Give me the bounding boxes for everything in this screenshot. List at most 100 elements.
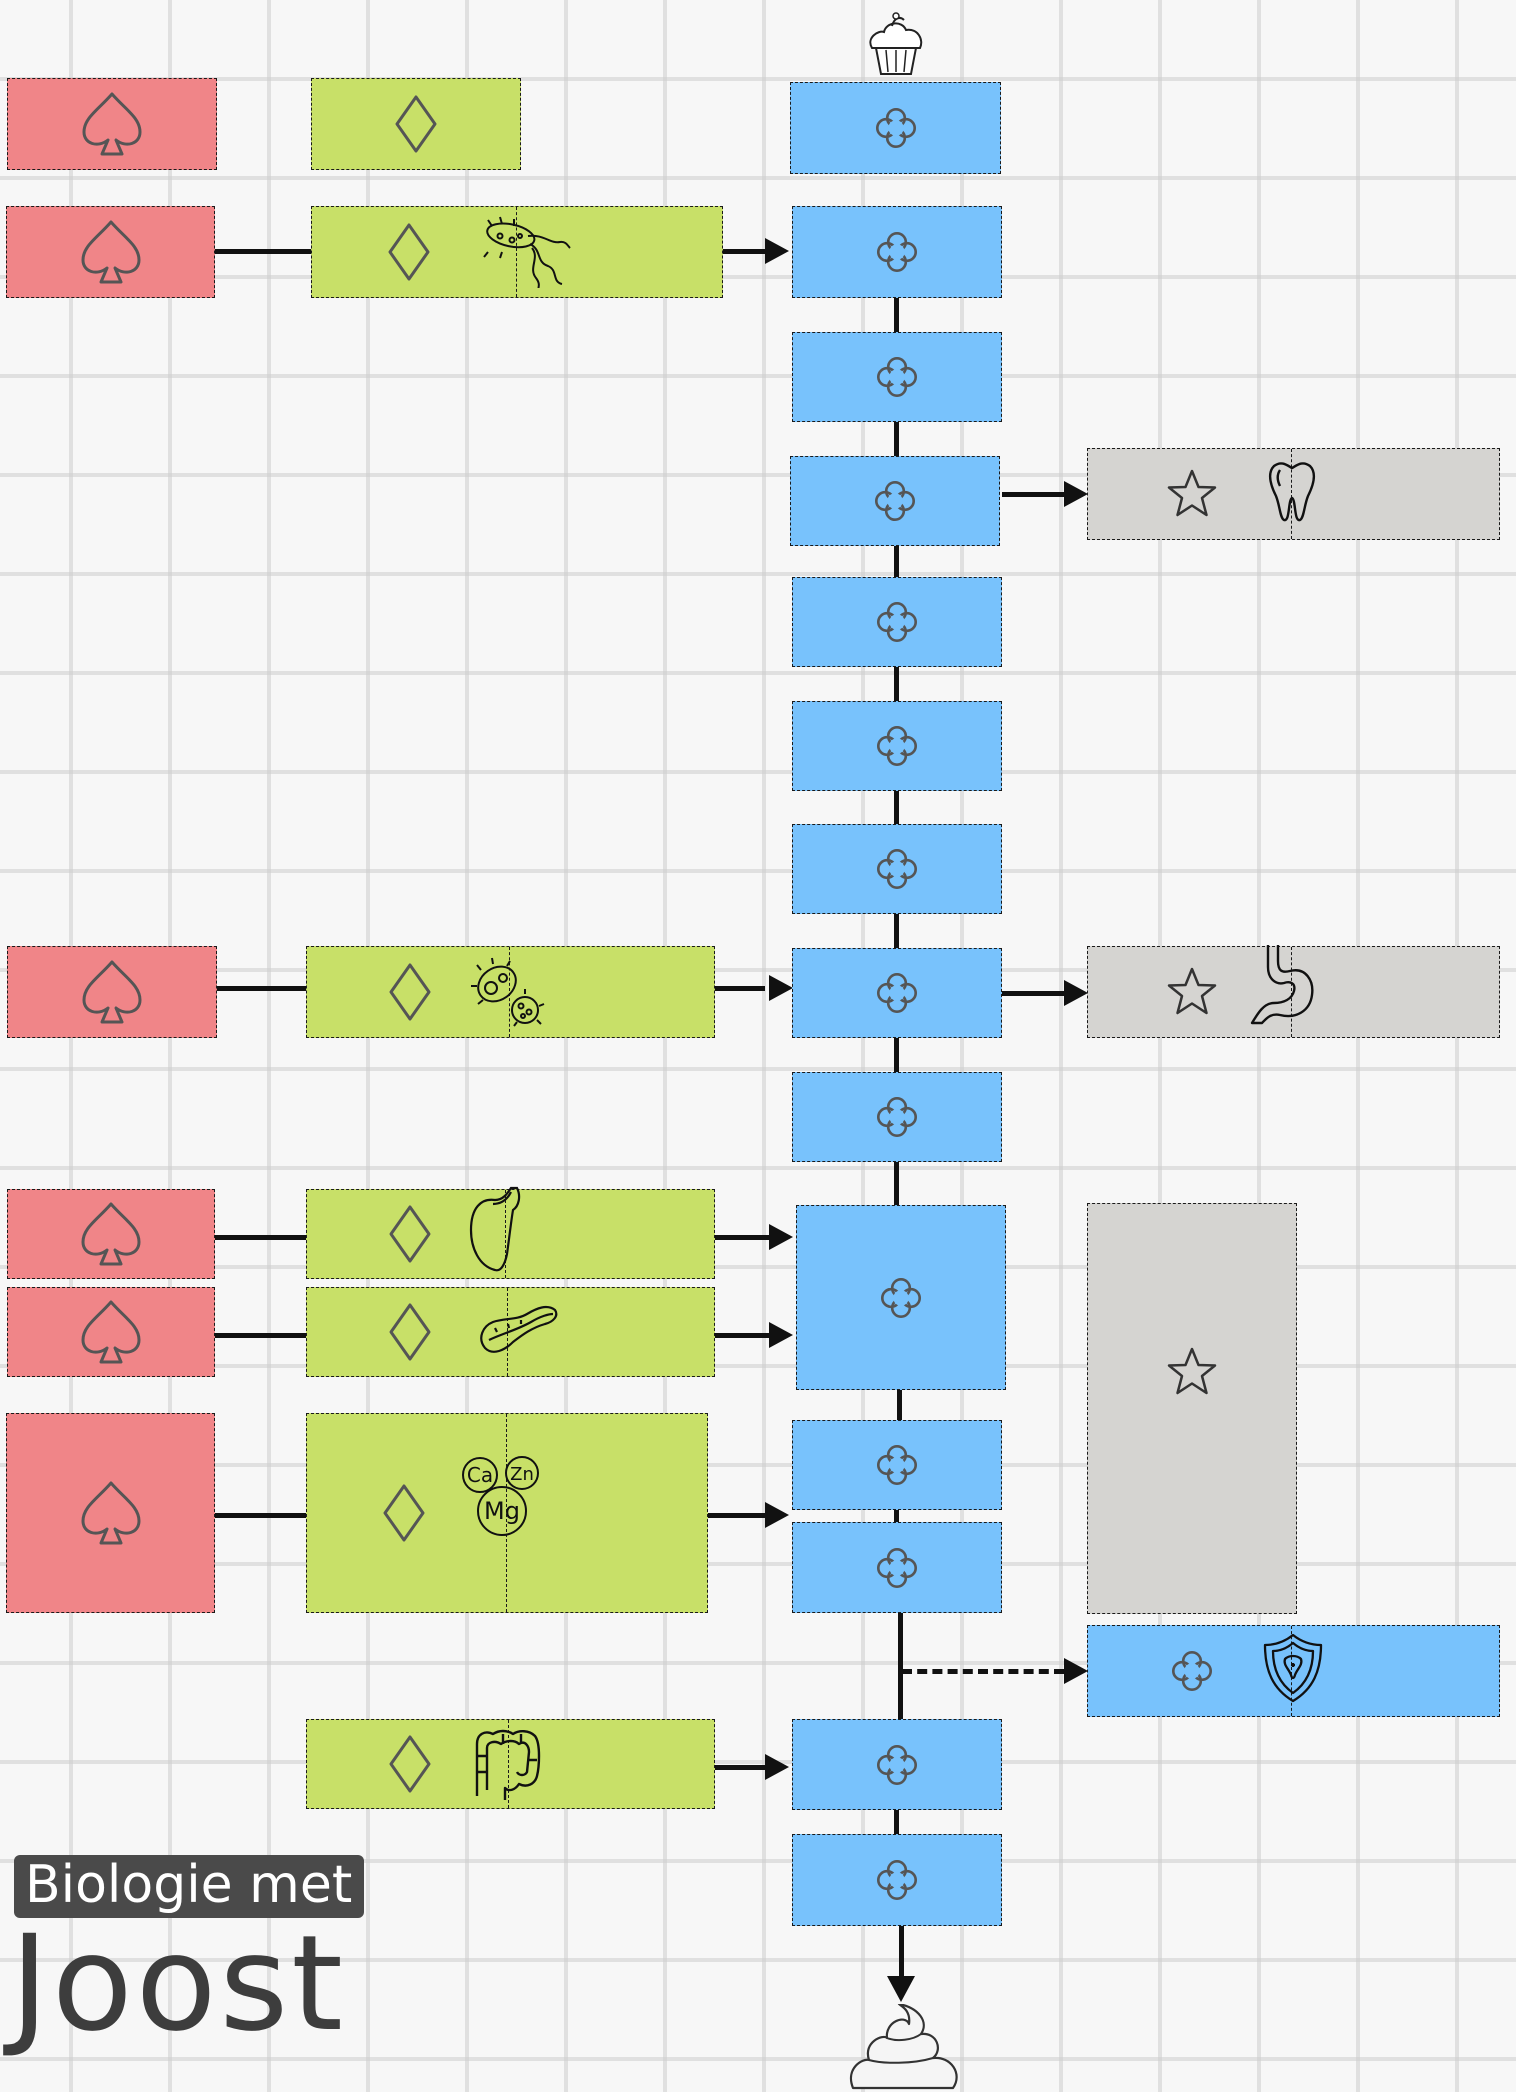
diamond-symbol [388,1734,432,1794]
arrow-line [715,1765,765,1770]
connector-line [216,986,306,991]
clover-symbol [875,1546,919,1590]
arrow-head [769,1322,793,1348]
clover-symbol [875,847,919,891]
spade-symbol [79,1298,143,1366]
gray-box-teeth [1087,448,1500,540]
clover-symbol [874,106,918,150]
red-box [7,946,217,1038]
arrow-line [715,1333,769,1338]
star-symbol [1166,1347,1218,1397]
divider-line [516,207,517,297]
divider-line [509,947,510,1037]
arrow-head [769,1224,793,1250]
arrow-line [715,1235,769,1240]
arrow-head [765,238,789,264]
minerals-icon: Ca Zn Mg [452,1453,552,1537]
blue-box [792,332,1002,422]
arrow-head [1064,1658,1088,1684]
green-box [306,1287,715,1377]
diamond-symbol [388,962,432,1022]
gray-box-tall [1087,1203,1297,1614]
divider-line [506,1414,507,1612]
red-box [7,1189,215,1279]
clover-symbol [875,971,919,1015]
blue-box [792,1719,1002,1810]
diamond-symbol [388,1302,432,1362]
spine-segment [894,667,899,701]
red-box [6,1413,215,1613]
tooth-icon [1265,460,1319,524]
green-box [306,946,715,1038]
blue-box-stomach [792,948,1002,1038]
spine-segment [894,422,899,456]
green-box: Ca Zn Mg [306,1413,708,1613]
arrow-line [723,249,765,254]
clover-symbol [873,479,917,523]
mineral-ca: Ca [467,1463,493,1487]
colon-icon [469,1726,545,1802]
blue-box [790,456,1000,546]
spine-segment [894,791,899,824]
logo-line-1: Biologie met [14,1855,365,1919]
arrow-line [715,986,765,991]
arrow-head [1064,481,1088,507]
spine-segment [894,914,899,948]
pancreas-icon [475,1300,559,1356]
spine-segment [894,1162,899,1205]
red-box [7,1287,215,1377]
blue-box-rectum [792,1834,1002,1926]
spine-segment [899,1926,904,1980]
divider-line [1291,449,1292,539]
red-box [6,206,215,298]
immune-shield-icon [1261,1631,1325,1703]
blue-box [792,577,1002,667]
divider-line [508,1720,509,1808]
gallbladder-icon [462,1185,532,1275]
clover-symbol [879,1276,923,1320]
blue-box [792,701,1002,791]
mineral-mg: Mg [484,1497,520,1525]
blue-box-immune [1087,1625,1500,1717]
diamond-symbol [387,222,431,282]
green-box [306,1187,715,1279]
diamond-symbol [394,94,438,154]
divider-line [1291,947,1292,1037]
green-box [306,1719,715,1809]
divider-line [1291,1626,1292,1716]
star-symbol [1166,469,1218,519]
microbes-icon [465,954,549,1030]
diamond-symbol [388,1204,432,1264]
spine-segment [894,1810,899,1834]
clover-symbol [1170,1649,1214,1693]
spine-segment [897,1390,902,1420]
spine-segment [894,1038,899,1072]
bacteria-icon [472,212,572,289]
mineral-zn: Zn [510,1464,534,1485]
blue-box-duodenum [796,1205,1006,1390]
arrow-head [765,1754,789,1780]
spade-symbol [80,958,144,1026]
arrow-line [708,1513,765,1518]
red-box [7,78,217,170]
clover-symbol [875,724,919,768]
green-box [311,78,521,170]
connector-line [215,1235,306,1240]
spade-symbol [80,90,144,158]
spine-segment [898,1613,903,1719]
blue-box [792,824,1002,914]
end-arrowhead [887,1976,915,2002]
star-symbol [1166,967,1218,1017]
blue-box [792,206,1002,298]
clover-symbol [875,355,919,399]
arrow-line [1002,492,1064,497]
spade-symbol [79,218,143,286]
diamond-symbol [382,1483,426,1543]
green-box [311,206,723,298]
clover-symbol [875,1743,919,1787]
arrow-line [1002,991,1064,996]
connector-line [214,1513,306,1518]
blue-box [792,1522,1002,1613]
divider-line [505,1190,506,1278]
clover-symbol [875,230,919,274]
